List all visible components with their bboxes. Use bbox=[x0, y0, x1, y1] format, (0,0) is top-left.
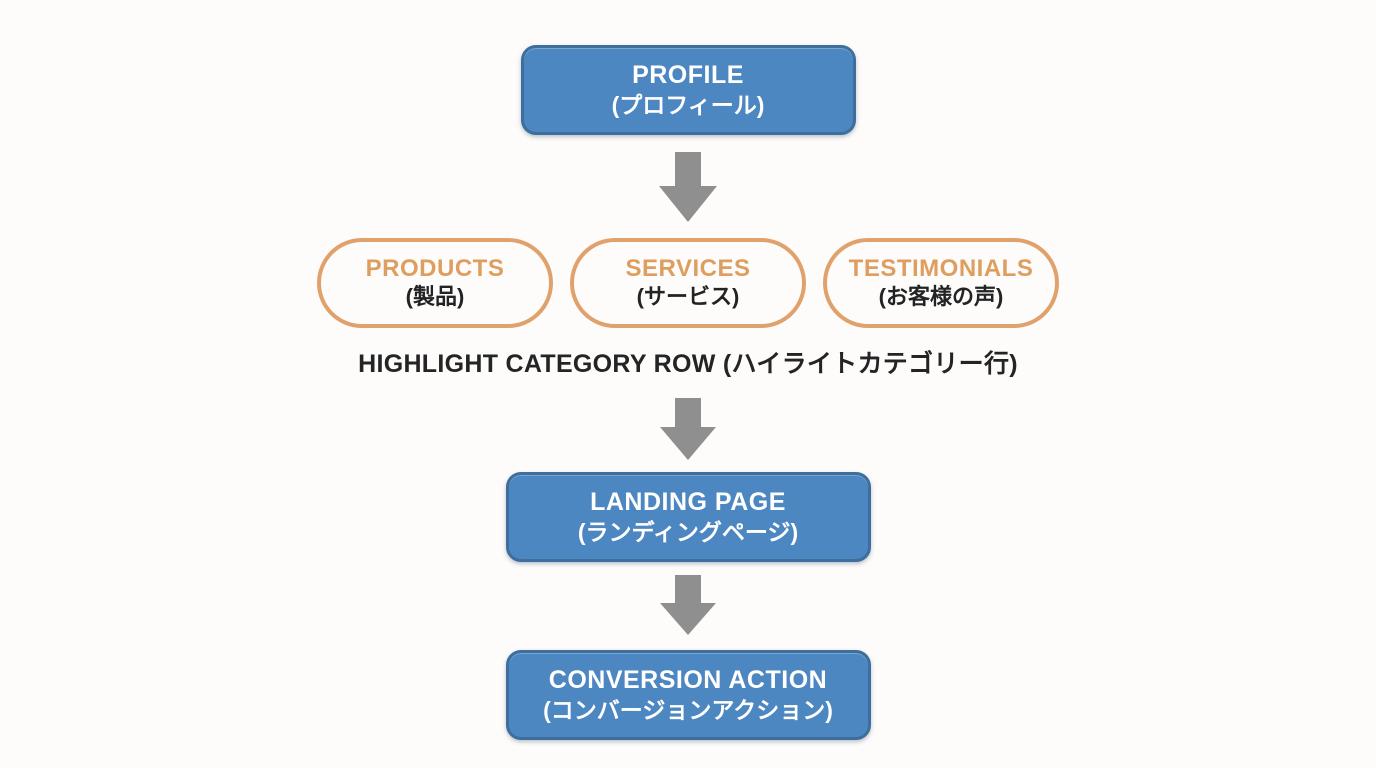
pill-testimonials-label-en: TESTIMONIALS bbox=[848, 255, 1034, 283]
pill-services-label-jp: (サービス) bbox=[636, 284, 740, 310]
down-arrow-icon bbox=[660, 398, 716, 460]
node-landing-page-label-jp: (ランディングページ) bbox=[577, 519, 799, 546]
node-profile-label-jp: (プロフィール) bbox=[611, 92, 765, 119]
node-conversion-action-label-en: CONVERSION ACTION bbox=[548, 666, 828, 694]
down-arrow-icon bbox=[659, 152, 717, 222]
highlight-category-row: PRODUCTS (製品) SERVICES (サービス) TESTIMONIA… bbox=[317, 238, 1059, 380]
node-landing-page: LANDING PAGE (ランディングページ) bbox=[505, 472, 871, 562]
pill-products-label-en: PRODUCTS bbox=[365, 255, 505, 283]
node-conversion-action: CONVERSION ACTION (コンバージョンアクション) bbox=[505, 650, 871, 740]
node-profile-label-en: PROFILE bbox=[632, 61, 744, 89]
pill-testimonials-label-jp: (お客様の声) bbox=[878, 284, 1004, 310]
pill-services-label-en: SERVICES bbox=[625, 255, 751, 283]
pill-row: PRODUCTS (製品) SERVICES (サービス) TESTIMONIA… bbox=[317, 238, 1059, 328]
pill-products: PRODUCTS (製品) bbox=[317, 238, 553, 328]
node-conversion-action-label-jp: (コンバージョンアクション) bbox=[543, 697, 833, 724]
pill-products-label-jp: (製品) bbox=[405, 284, 465, 310]
node-profile: PROFILE (プロフィール) bbox=[520, 45, 856, 135]
down-arrow-icon bbox=[660, 575, 716, 635]
node-landing-page-label-en: LANDING PAGE bbox=[590, 488, 786, 516]
pill-services: SERVICES (サービス) bbox=[570, 238, 806, 328]
pill-testimonials: TESTIMONIALS (お客様の声) bbox=[823, 238, 1059, 328]
highlight-row-caption: HIGHLIGHT CATEGORY ROW (ハイライトカテゴリー行) bbox=[358, 350, 1018, 378]
